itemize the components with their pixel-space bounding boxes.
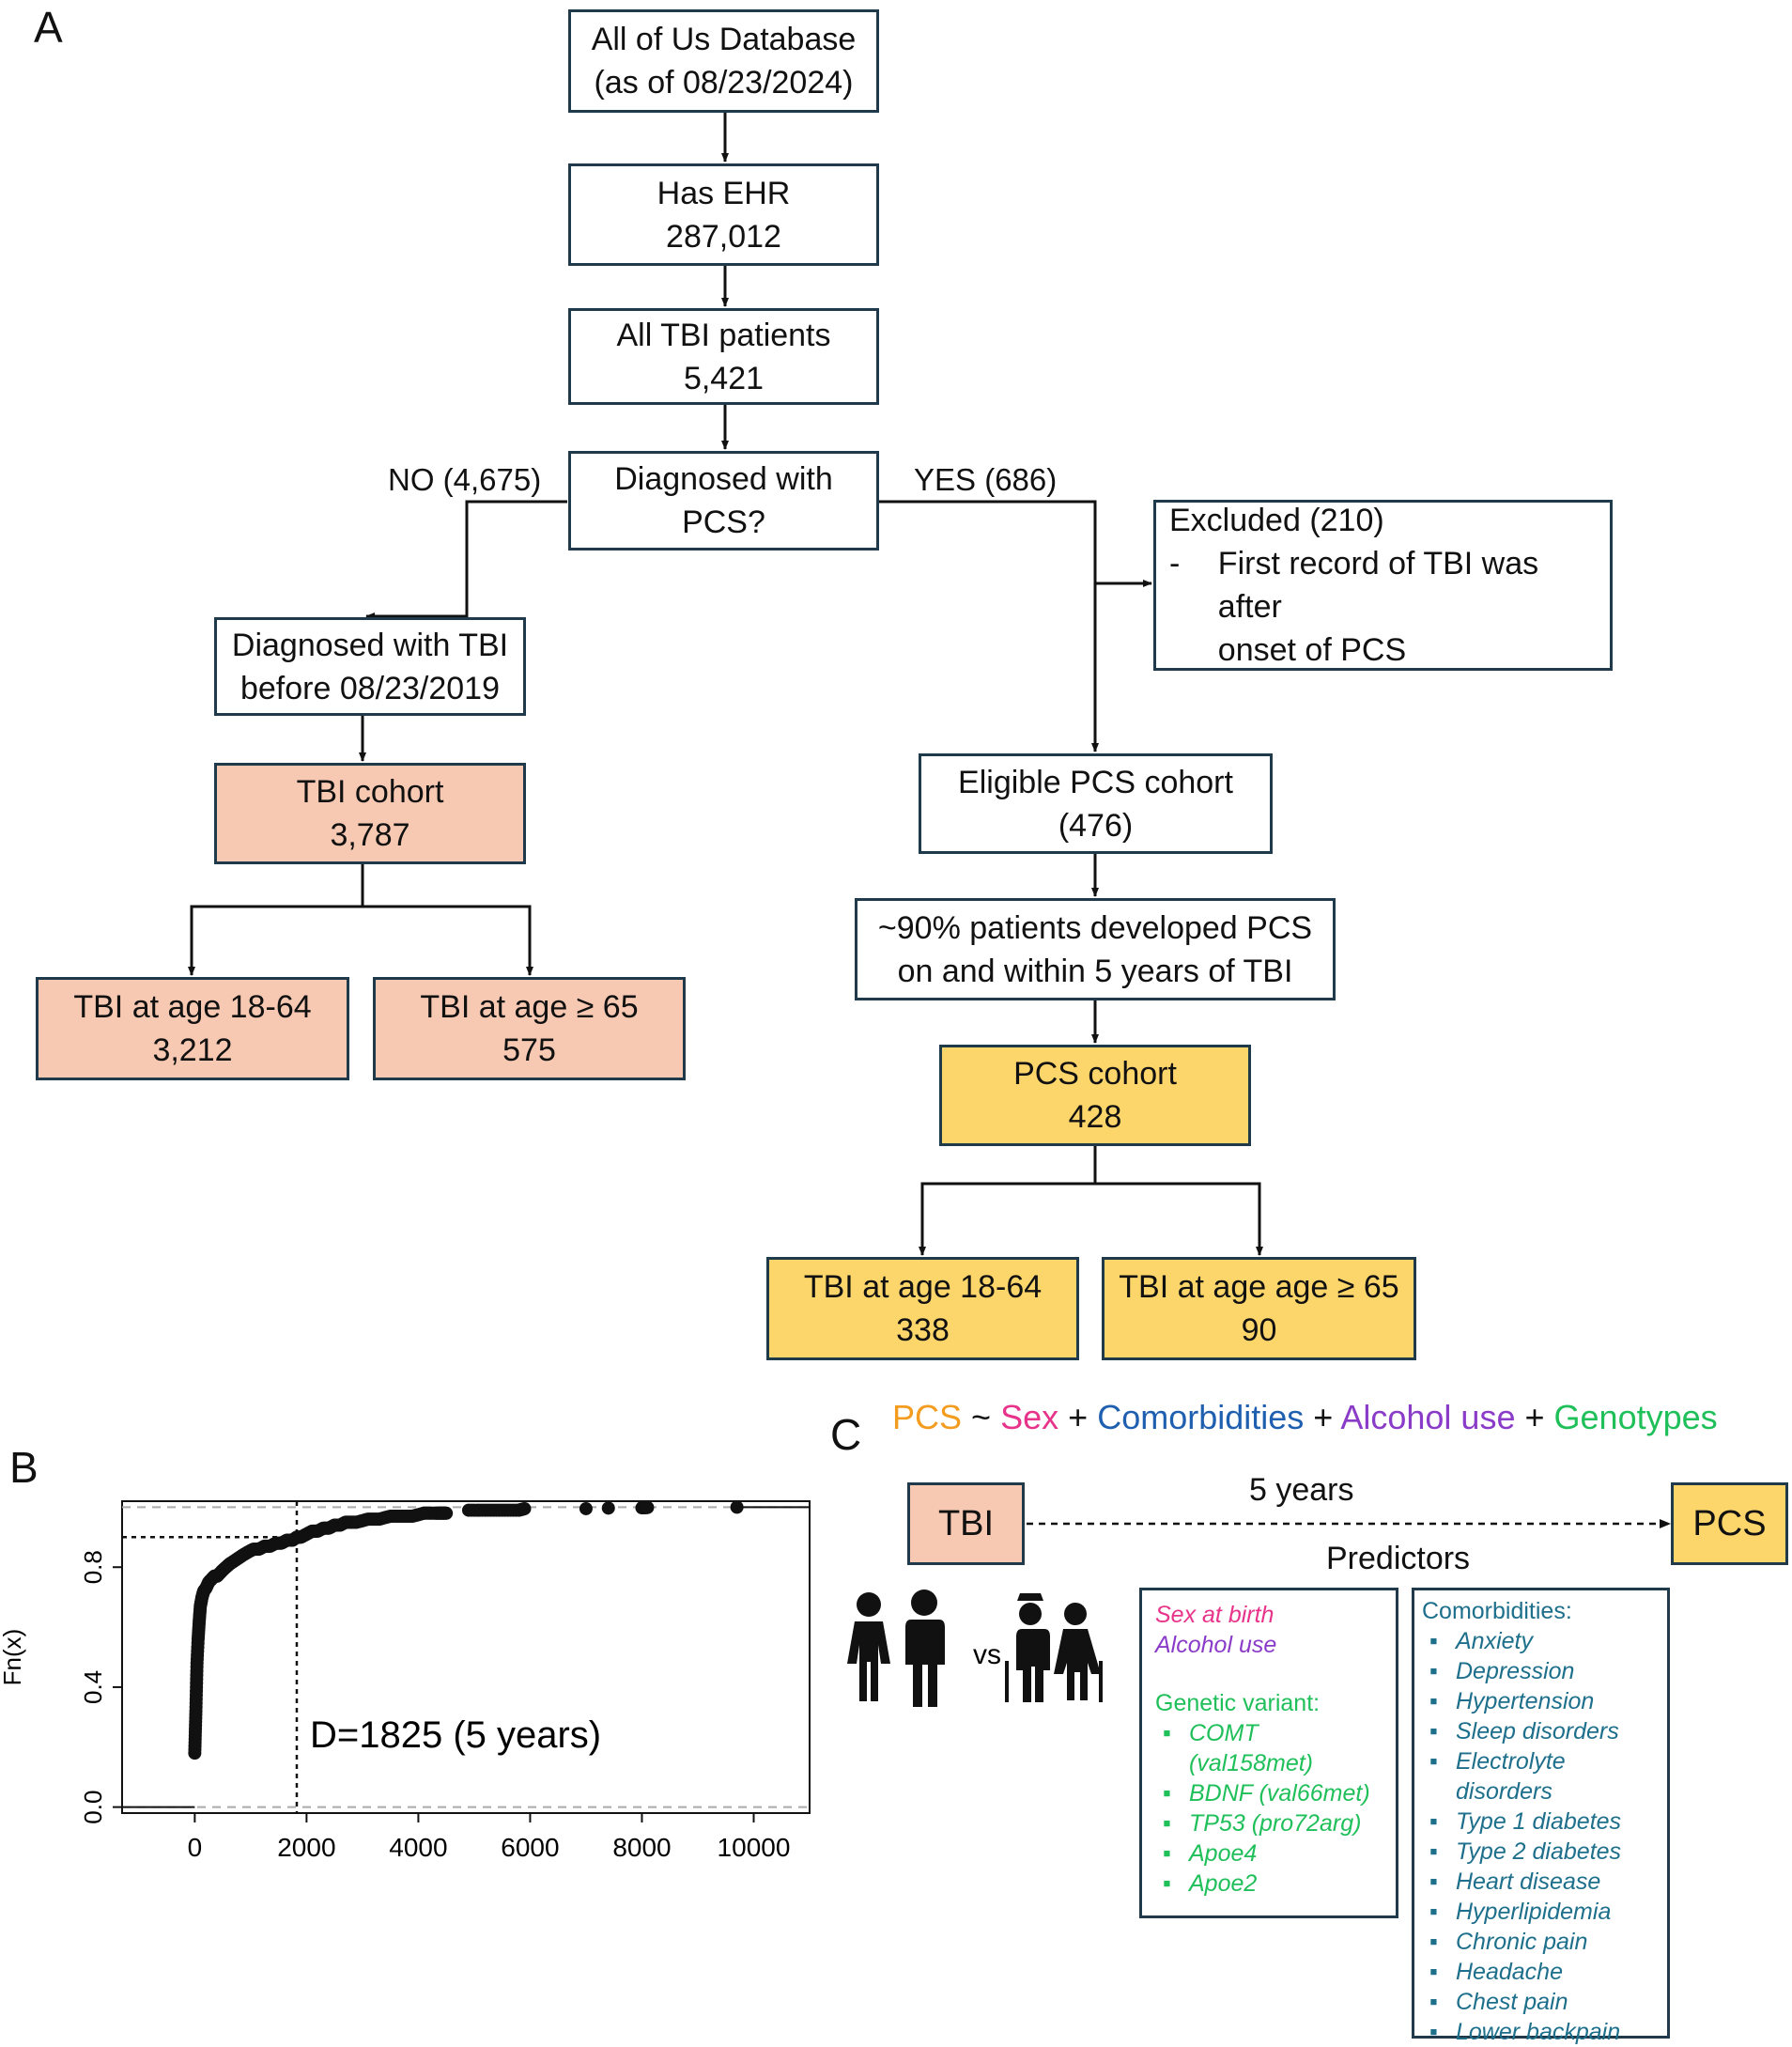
formula-sex: Sex bbox=[1000, 1398, 1059, 1436]
formula-plus: + bbox=[1524, 1398, 1545, 1436]
cutoff-annotation: D=1825 (5 years) bbox=[310, 1714, 601, 1756]
predictor-alcohol-use: Alcohol use bbox=[1155, 1632, 1277, 1658]
y-tick-label: 0.4 bbox=[79, 1670, 107, 1704]
model-formula: PCS ~ Sex + Comorbidities + Alcohol use … bbox=[892, 1398, 1718, 1437]
label-predictors: Predictors bbox=[1326, 1541, 1471, 1576]
label-no-branch: NO (4,675) bbox=[388, 462, 542, 497]
y-axis-label: Fn(x) bbox=[0, 1629, 26, 1686]
label-vs: vs bbox=[973, 1639, 1001, 1670]
genetic-variant-item: Apoe4 bbox=[1155, 1838, 1396, 1869]
arrow-yes-branch bbox=[879, 500, 1099, 752]
arrow-pcs-old bbox=[1095, 1182, 1263, 1256]
box-eligible-pcs-cohort: Eligible PCS cohort(476) bbox=[919, 753, 1273, 854]
label-yes-branch: YES (686) bbox=[914, 462, 1058, 497]
data-point bbox=[579, 1501, 593, 1515]
ecdf-chart: 0 2000 4000 6000 8000 10000 0.0 0.4 0.8Fn(x) D=18… bbox=[0, 1500, 811, 1862]
arrow-cohort-young bbox=[188, 905, 363, 976]
box-excluded: Excluded (210) - First record of TBI was… bbox=[1153, 500, 1613, 671]
predictor-sex-at-birth: Sex at birth bbox=[1155, 1602, 1274, 1628]
flowchart-connectors bbox=[188, 113, 1263, 1256]
arrow-no-branch bbox=[365, 500, 567, 620]
box-tbi: TBI bbox=[907, 1482, 1025, 1565]
x-tick-label: 10000 bbox=[718, 1833, 791, 1862]
formula-tilde: ~ bbox=[971, 1398, 992, 1436]
formula-plus: + bbox=[1068, 1398, 1089, 1436]
comorbidities-title: Comorbidities: bbox=[1422, 1598, 1572, 1624]
box-pcs: PCS bbox=[1671, 1482, 1788, 1565]
genetic-variant-item: TP53 (pro72arg) bbox=[1155, 1808, 1396, 1838]
comorbidity-item: Chest pain bbox=[1422, 1987, 1667, 2017]
data-point bbox=[641, 1500, 655, 1514]
arrow-cohort-old bbox=[363, 905, 533, 976]
comorbidity-item: Type 2 diabetes bbox=[1422, 1837, 1667, 1867]
y-tick-label: 0.8 bbox=[79, 1550, 107, 1584]
comorbidity-item: Hypertension bbox=[1422, 1686, 1667, 1716]
x-tick-label: 0 bbox=[188, 1833, 203, 1862]
arrow-pcs-young bbox=[919, 1182, 1095, 1256]
comorbidity-item: Sleep disorders bbox=[1422, 1716, 1667, 1746]
predictors-box: Sex at birth Alcohol use Genetic variant… bbox=[1139, 1588, 1398, 1918]
x-tick-label: 6000 bbox=[501, 1833, 559, 1862]
genetic-variant-list: COMT (val158met) BDNF (val66met) TP53 (p… bbox=[1155, 1718, 1396, 1899]
comorbidity-item: Lower backpain bbox=[1422, 2017, 1667, 2047]
data-point bbox=[518, 1501, 532, 1515]
box-all-of-us-database: All of Us Database(as of 08/23/2024) bbox=[568, 9, 879, 113]
age-groups-icon: vs bbox=[847, 1590, 1103, 1707]
genetic-variant-item: Apoe2 bbox=[1155, 1869, 1396, 1899]
genetic-variant-item: BDNF (val66met) bbox=[1155, 1778, 1396, 1808]
label-5-years: 5 years bbox=[1249, 1472, 1354, 1508]
y-tick-label: 0.0 bbox=[79, 1791, 107, 1824]
comorbidities-list: Anxiety Depression Hypertension Sleep di… bbox=[1422, 1626, 1667, 2047]
formula-genotypes: Genotypes bbox=[1553, 1398, 1718, 1436]
panel-label-c: C bbox=[830, 1410, 862, 1459]
data-point bbox=[601, 1501, 615, 1515]
comorbidity-item: Headache bbox=[1422, 1957, 1667, 1987]
x-tick-label: 4000 bbox=[389, 1833, 447, 1862]
comorbidity-item: Electrolyte disorders bbox=[1422, 1746, 1667, 1807]
panel-label-a: A bbox=[34, 3, 63, 52]
formula-alcohol: Alcohol use bbox=[1340, 1398, 1516, 1436]
comorbidity-item: Type 1 diabetes bbox=[1422, 1807, 1667, 1837]
x-tick-label: 8000 bbox=[612, 1833, 671, 1862]
genetic-variant-item: COMT (val158met) bbox=[1155, 1718, 1396, 1778]
comorbidity-item: Depression bbox=[1422, 1656, 1667, 1686]
formula-comorbidities: Comorbidities bbox=[1097, 1398, 1305, 1436]
comorbidity-item: Anxiety bbox=[1422, 1626, 1667, 1656]
data-point bbox=[440, 1506, 454, 1520]
comorbidity-item: Heart disease bbox=[1422, 1867, 1667, 1897]
comorbidity-item: Chronic pain bbox=[1422, 1927, 1667, 1957]
comorbidities-box: Comorbidities: Anxiety Depression Hypert… bbox=[1412, 1588, 1670, 2047]
young-adults-icon bbox=[847, 1590, 945, 1707]
elderly-icon bbox=[1005, 1593, 1103, 1702]
data-point bbox=[730, 1500, 744, 1514]
plot-frame bbox=[121, 1500, 811, 1814]
panel-label-b: B bbox=[9, 1443, 39, 1492]
comorbidity-item: Hyperlipidemia bbox=[1422, 1897, 1667, 1927]
formula-plus: + bbox=[1313, 1398, 1334, 1436]
x-tick-label: 2000 bbox=[277, 1833, 335, 1862]
formula-pcs: PCS bbox=[892, 1398, 963, 1436]
genetic-variant-title: Genetic variant: bbox=[1155, 1690, 1321, 1716]
